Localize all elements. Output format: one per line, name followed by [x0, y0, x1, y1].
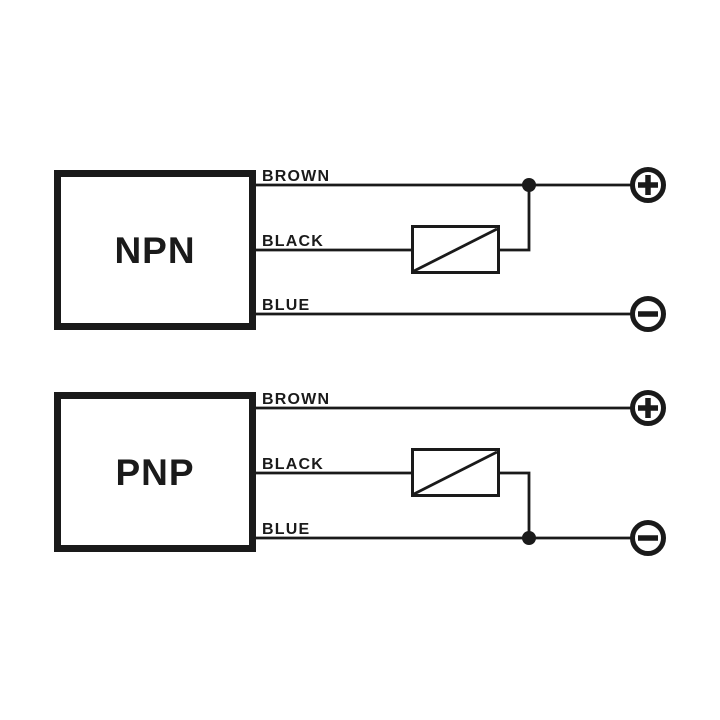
npn-box-label: NPN: [114, 230, 195, 271]
circuit-pnp: PNP BROWN BLACK BLUE: [54, 390, 666, 556]
pnp-load-diagonal: [413, 450, 498, 496]
npn-minus-terminal-icon: [630, 296, 666, 332]
pnp-load-to-blue-connector: [500, 471, 531, 538]
pnp-black-wire-label: BLACK: [262, 456, 324, 473]
npn-load-diagonal: [413, 227, 498, 273]
circuit-npn: NPN BROWN BLACK BLUE: [54, 167, 666, 332]
pnp-brown-wire-label: BROWN: [262, 391, 330, 408]
npn-brown-wire-label: BROWN: [262, 168, 330, 185]
npn-device-box: [54, 170, 256, 330]
npn-plus-terminal-icon: [630, 167, 666, 203]
pnp-minus-terminal-icon: [630, 520, 666, 556]
pnp-box-label: PNP: [115, 452, 194, 493]
npn-junction-dot: [522, 178, 536, 192]
pnp-blue-wire-label: BLUE: [262, 521, 310, 538]
npn-black-wire-label: BLACK: [262, 233, 324, 250]
pnp-plus-terminal-icon: [630, 390, 666, 426]
npn-blue-wire-label: BLUE: [262, 297, 310, 314]
npn-load-to-brown-connector: [500, 185, 531, 252]
pnp-device-box: [54, 392, 256, 552]
